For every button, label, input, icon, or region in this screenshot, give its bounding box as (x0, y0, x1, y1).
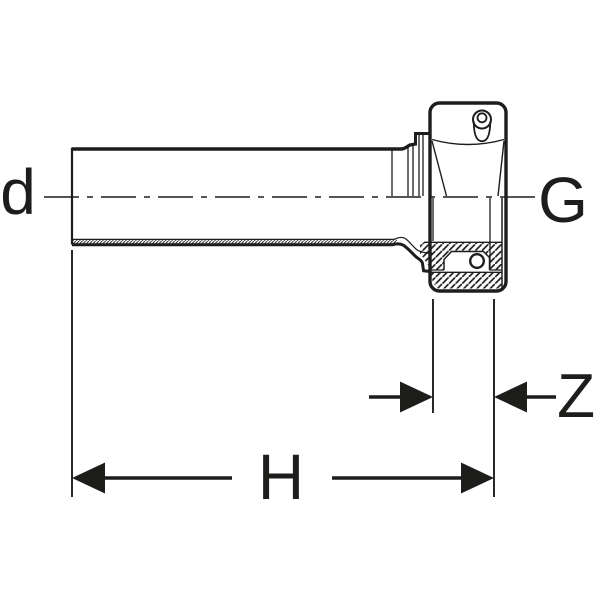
press-socket (391, 132, 430, 196)
nut-marking-inner-circle (476, 112, 488, 124)
label-d: d (0, 156, 36, 228)
collar-outline (414, 132, 430, 146)
h-arrowhead-left (72, 462, 105, 494)
pipe-wall-hatch (73, 239, 397, 245)
nut-hex-edge-left (431, 140, 448, 197)
label-g: G (538, 164, 588, 236)
label-h: H (258, 441, 304, 513)
pipe-top-outline (72, 142, 416, 151)
section-lower-wall-hatch (431, 272, 502, 289)
dimension-z: Z (369, 299, 595, 497)
pipe-wall-bottom-line (72, 242, 432, 274)
nut-hex-flat-line (431, 138, 505, 146)
z-arrowhead-right (494, 381, 527, 413)
label-z: Z (557, 362, 595, 431)
pipe (70, 142, 434, 274)
fitting-section (420, 198, 503, 289)
h-arrowhead-right (461, 462, 494, 494)
nut-hex-edge-right (497, 140, 505, 197)
dimension-h: H (71, 250, 494, 513)
section-upper-wall-hatch (420, 242, 502, 270)
o-ring (469, 252, 486, 269)
nut-marking-pocket (472, 121, 492, 143)
z-arrowhead-left (400, 381, 433, 413)
